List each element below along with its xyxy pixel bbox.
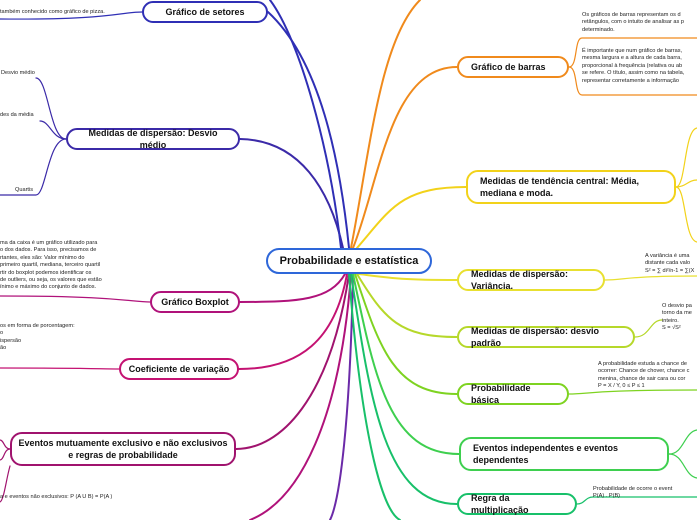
sub-branch [576,496,697,505]
topic-label: Probabilidade básica [471,383,531,405]
branch-connector [238,273,348,370]
branch-connector [269,0,342,249]
note-probabilidade-basica: A probabilidade estuda a chance de ocorr… [598,361,690,390]
sub-branch [675,186,697,243]
topic-label: Gráfico de barras [471,62,546,72]
topic-grafico-de-barras[interactable]: Gráfico de barras [457,56,569,78]
branch-connector [358,273,458,281]
topic-grafico-boxplot[interactable]: Gráfico Boxplot [150,291,240,313]
note-desvio-medio-sub: des da média [0,112,34,118]
sub-branch [675,127,697,188]
topic-desvio-padrao[interactable]: Medidas de dispersão: desvio padrão [457,326,635,348]
topic-label: Gráfico Boxplot [161,297,229,307]
sub-branch [0,295,151,303]
note-variancia: A variância é uma distante cada valo S² … [645,253,695,274]
topic-eventos-independentes[interactable]: Eventos independentes e eventos dependen… [459,437,669,471]
branch-connector [239,273,346,303]
topic-label: Eventos mutuamente exclusivo e não exclu… [18,438,228,460]
note-desvio-padrao: O desvio pa torno da me inteiro. S = √S² [662,303,692,332]
topic-label: Regra da multiplicação [471,493,529,515]
branch-connector [352,66,458,249]
note-coeficiente: os em forma de porcentagem: o ispersão ã… [0,323,75,352]
topic-eventos-mutuamente-exclusivos[interactable]: Eventos mutuamente exclusivo e não exclu… [10,432,236,466]
topic-desvio-medio[interactable]: Medidas de dispersão: Desvio médio [66,128,240,150]
branch-connector [354,273,458,395]
topic-grafico-de-setores[interactable]: Gráfico de setores [142,1,268,23]
note-boxplot: ma da caixa é um gráfico utilizado para … [0,240,102,291]
topic-regra-da-multiplicacao[interactable]: Regra da multiplicação [457,493,577,515]
topic-tendencia-central[interactable]: Medidas de tendência central: Média, med… [466,170,676,204]
sub-branch [0,11,143,20]
sub-branch [668,453,697,479]
topic-variancia[interactable]: Medidas de dispersão: Variância. [457,269,605,291]
sub-branch [0,138,67,196]
sub-branch [0,465,11,503]
branch-connector [329,273,354,520]
branch-connector [350,273,458,505]
note-barras-2: É importante que num gráfico de barras, … [582,48,685,84]
sub-branch [35,77,67,140]
topic-label: Medidas de tendência central: Média, med… [480,176,640,198]
note-setores: também conhecido como gráfico de pizza. [0,9,105,15]
topic-probabilidade-basica[interactable]: Probabilidade básica [457,383,569,405]
sub-branch [568,66,697,96]
topic-label: Eventos independentes e eventos dependen… [473,443,619,465]
sub-branch [39,120,67,140]
branch-connector [239,138,344,249]
note-eventos: a e eventos não exclusivos: P (A U B) = … [0,494,113,500]
sub-branch [568,389,697,395]
branch-connector [352,273,460,455]
topic-label: Coeficiente de variação [128,364,230,374]
topic-coeficiente-de-variacao[interactable]: Coeficiente de variação [119,358,239,380]
note-barras-1: Os gráficos de barras representam os d r… [582,12,684,33]
topic-label: Medidas de dispersão: Desvio médio [88,128,218,150]
branch-connector [235,273,350,450]
sub-branch [604,275,697,281]
sub-branch [634,319,663,338]
topic-label: Gráfico de setores [165,7,245,17]
sub-branch [0,448,11,461]
note-multiplicacao: Probabilidade de ocorre o event P(A) . P… [593,486,673,500]
sub-branch [568,37,697,68]
branch-connector [350,0,421,249]
sub-branch [0,439,11,450]
sub-branch [675,179,697,188]
central-topic[interactable]: Probabilidade e estatística [266,248,432,274]
central-topic-label: Probabilidade e estatística [279,255,419,267]
note-desvio-medio-sub: Desvio médio [1,70,35,76]
branch-connector [356,186,467,249]
branch-connector [249,273,352,520]
topic-label: Medidas de dispersão: desvio padrão [471,326,600,348]
sub-branch [668,429,697,455]
topic-label: Medidas de dispersão: Variância. [471,269,569,291]
sub-branch [0,367,120,370]
branch-connector [356,273,458,338]
branch-connector [267,11,350,249]
note-desvio-medio-sub: Quartis [15,187,34,193]
branch-connector [348,273,401,520]
